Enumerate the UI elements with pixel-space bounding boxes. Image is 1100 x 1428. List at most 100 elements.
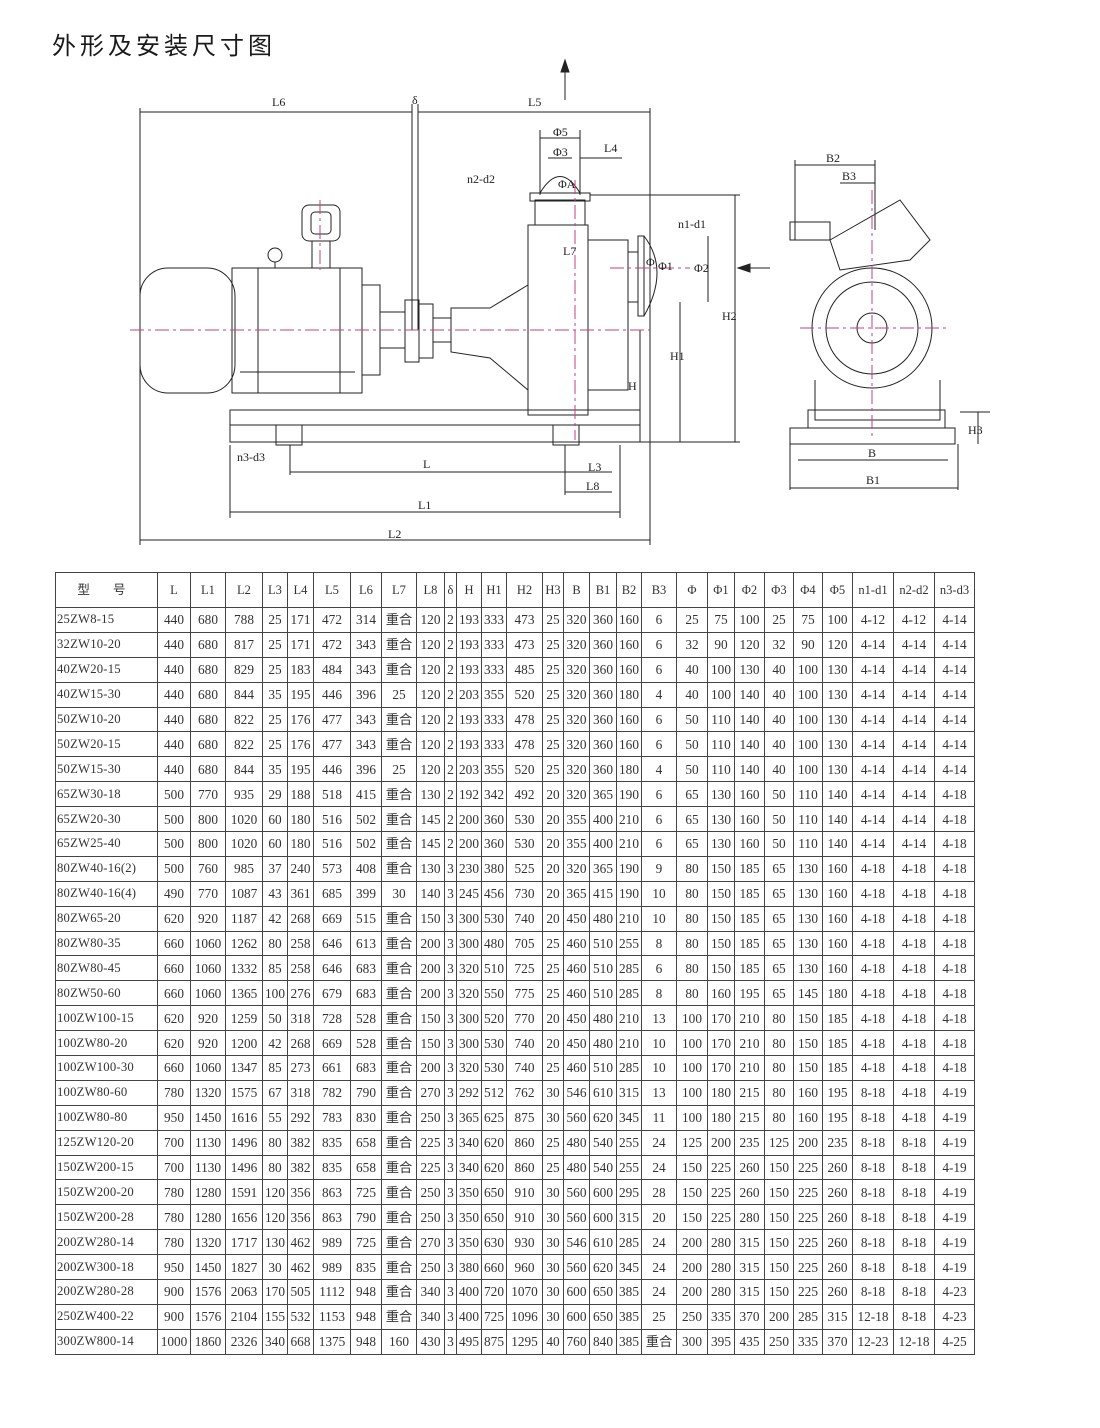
label-B1: B1 bbox=[866, 473, 880, 487]
model-cell: 150ZW200-15 bbox=[55, 1154, 158, 1181]
table-cell: 3 bbox=[444, 1303, 457, 1330]
table-cell: 1187 bbox=[225, 905, 263, 932]
table-cell: 110 bbox=[793, 781, 823, 808]
table-cell: 8-18 bbox=[893, 1129, 935, 1156]
table-cell: 110 bbox=[707, 731, 735, 758]
label-L6: L6 bbox=[272, 95, 285, 109]
table-cell: 32 bbox=[764, 631, 794, 658]
table-cell: 343 bbox=[350, 731, 382, 758]
table-cell: 960 bbox=[506, 1254, 543, 1281]
column-header: Φ3 bbox=[764, 572, 794, 608]
label-B3: B3 bbox=[842, 169, 856, 183]
table-cell: 780 bbox=[157, 1179, 191, 1206]
label-L8: L8 bbox=[586, 479, 599, 493]
table-cell: 80 bbox=[764, 1055, 794, 1081]
model-cell: 80ZW80-35 bbox=[55, 930, 158, 957]
table-cell: 730 bbox=[506, 880, 543, 907]
table-cell: 950 bbox=[157, 1104, 191, 1131]
table-cell: 300 bbox=[456, 905, 482, 932]
table-cell: 120 bbox=[416, 631, 445, 658]
table-cell: 250 bbox=[416, 1204, 445, 1231]
table-cell: 822 bbox=[225, 731, 263, 758]
table-cell: 130 bbox=[822, 706, 853, 733]
table-cell: 重合 bbox=[381, 1204, 417, 1231]
table-cell: 783 bbox=[313, 1104, 351, 1131]
table-cell: 360 bbox=[589, 756, 617, 783]
table-cell: 145 bbox=[416, 806, 445, 833]
table-cell: 1020 bbox=[225, 806, 263, 833]
table-cell: 130 bbox=[707, 806, 735, 833]
table-cell: 重合 bbox=[381, 806, 417, 833]
table-cell: 360 bbox=[589, 706, 617, 733]
table-cell: 1070 bbox=[506, 1279, 543, 1305]
table-cell: 3 bbox=[444, 930, 457, 957]
table-cell: 477 bbox=[313, 731, 351, 758]
column-header: L bbox=[157, 572, 191, 608]
table-cell: 285 bbox=[616, 1055, 642, 1081]
table-cell: 613 bbox=[350, 930, 382, 957]
table-cell: 610 bbox=[589, 1229, 617, 1256]
table-cell: 171 bbox=[287, 631, 314, 658]
table-cell: 4-18 bbox=[893, 1005, 935, 1032]
table-cell: 989 bbox=[313, 1229, 351, 1256]
table-cell: 65 bbox=[676, 781, 708, 808]
table-cell: 4-18 bbox=[934, 806, 975, 833]
table-cell: 460 bbox=[563, 955, 590, 982]
table-cell: 150 bbox=[416, 905, 445, 932]
table-cell: 342 bbox=[481, 781, 507, 808]
table-cell: 1020 bbox=[225, 831, 263, 857]
table-cell: 130 bbox=[822, 681, 853, 708]
table-cell: 100 bbox=[793, 731, 823, 758]
table-cell: 重合 bbox=[381, 1229, 417, 1256]
table-cell: 910 bbox=[506, 1204, 543, 1231]
table-cell: 重合 bbox=[381, 1279, 417, 1305]
label-L3: L3 bbox=[588, 460, 601, 474]
table-cell: 75 bbox=[793, 607, 823, 633]
table-cell: 210 bbox=[734, 1030, 765, 1057]
table-cell: 400 bbox=[589, 806, 617, 833]
table-cell: 230 bbox=[456, 855, 482, 882]
table-cell: 505 bbox=[287, 1279, 314, 1305]
table-cell: 225 bbox=[793, 1204, 823, 1231]
table-cell: 30 bbox=[262, 1254, 288, 1281]
table-cell: 292 bbox=[287, 1104, 314, 1131]
label-H2: H2 bbox=[722, 309, 737, 323]
table-cell: 760 bbox=[563, 1328, 590, 1355]
table-cell: 320 bbox=[563, 781, 590, 808]
table-cell: 3 bbox=[444, 955, 457, 982]
table-cell: 268 bbox=[287, 905, 314, 932]
table-cell: 320 bbox=[456, 1055, 482, 1081]
table-cell: 740 bbox=[506, 1030, 543, 1057]
table-cell: 210 bbox=[616, 831, 642, 857]
label-L4: L4 bbox=[604, 141, 617, 155]
table-cell: 516 bbox=[313, 806, 351, 833]
table-cell: 900 bbox=[157, 1279, 191, 1305]
table-cell: 680 bbox=[190, 731, 226, 758]
table-cell: 4-18 bbox=[934, 855, 975, 882]
label-n2d2: n2-d2 bbox=[467, 172, 495, 186]
table-cell: 200 bbox=[676, 1254, 708, 1281]
table-cell: 1262 bbox=[225, 930, 263, 957]
table-cell: 25 bbox=[542, 955, 564, 982]
table-cell: 260 bbox=[822, 1279, 853, 1305]
table-cell: 4-18 bbox=[852, 880, 894, 907]
table-cell: 193 bbox=[456, 631, 482, 658]
table-cell: 725 bbox=[350, 1179, 382, 1206]
table-cell: 440 bbox=[157, 731, 191, 758]
table-cell: 335 bbox=[707, 1303, 735, 1330]
table-cell: 680 bbox=[190, 607, 226, 633]
table-cell: 120 bbox=[734, 631, 765, 658]
table-cell: 4-14 bbox=[852, 656, 894, 683]
table-cell: 370 bbox=[734, 1303, 765, 1330]
table-cell: 1320 bbox=[190, 1229, 226, 1256]
table-cell: 150 bbox=[707, 855, 735, 882]
table-cell: 215 bbox=[734, 1079, 765, 1106]
table-cell: 530 bbox=[506, 806, 543, 833]
table-cell: 484 bbox=[313, 656, 351, 683]
table-cell: 130 bbox=[734, 656, 765, 683]
table-cell: 770 bbox=[190, 880, 226, 907]
